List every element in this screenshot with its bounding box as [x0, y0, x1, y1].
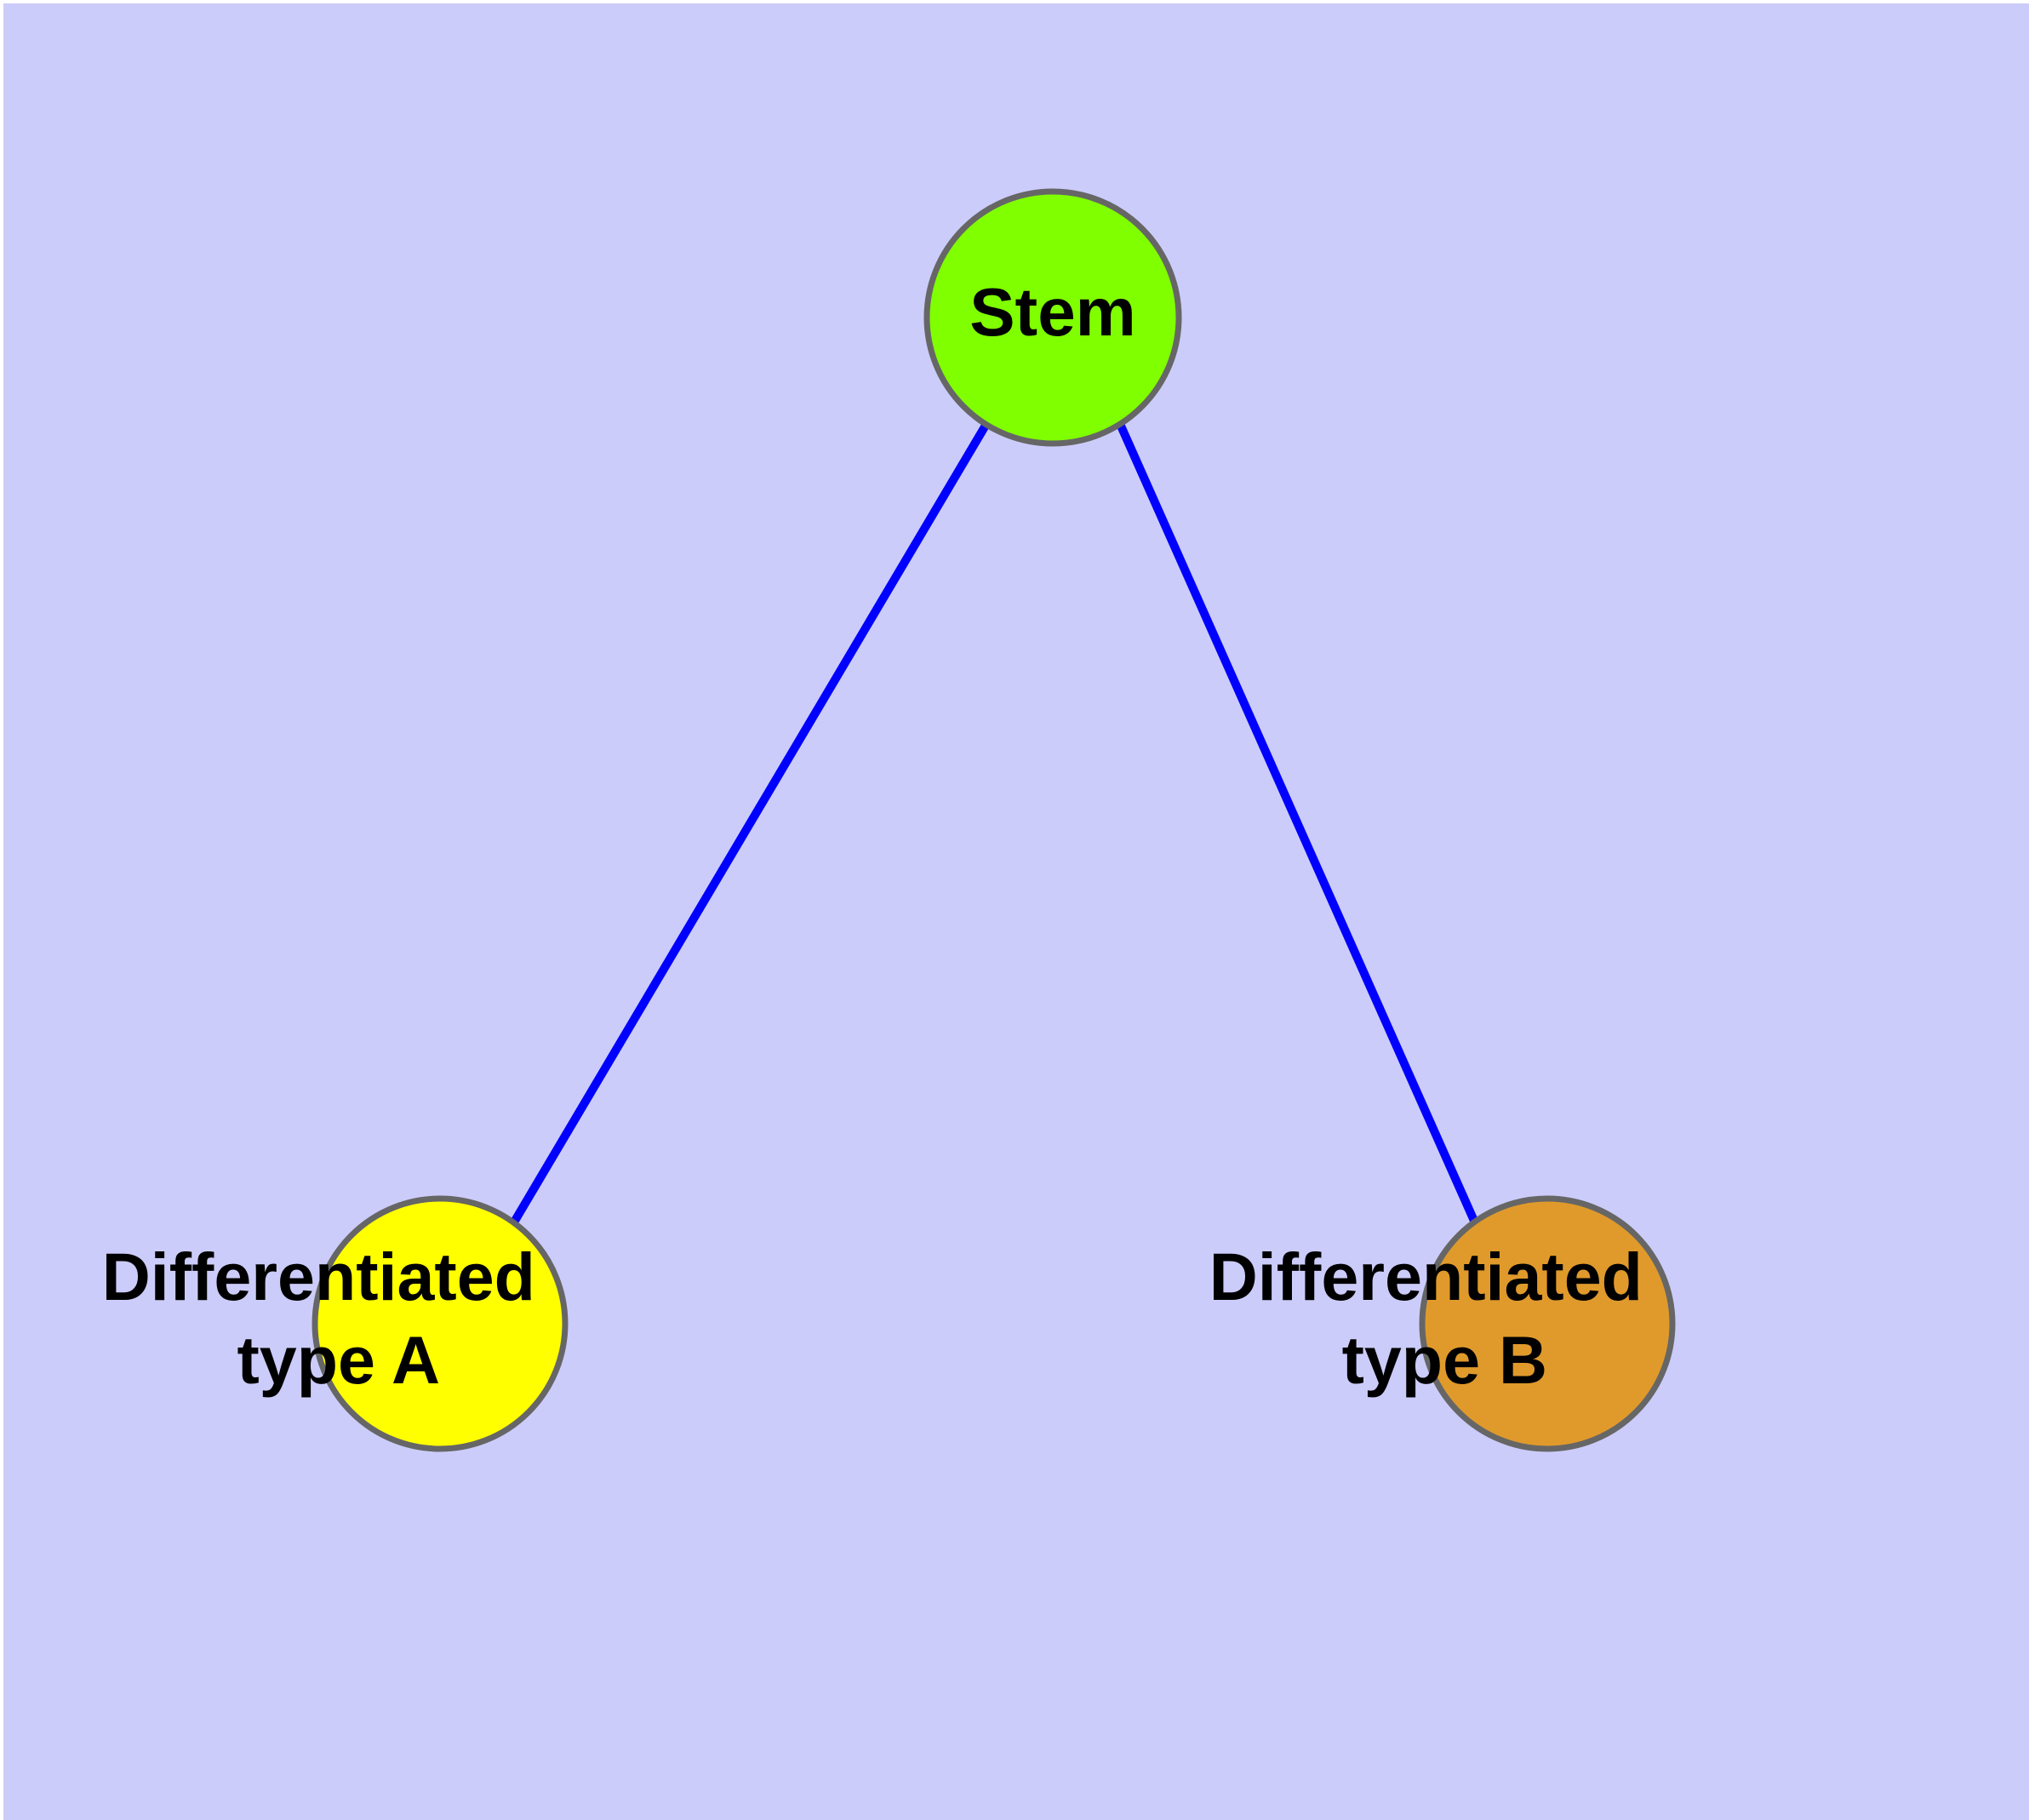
- node-stem[interactable]: Stem: [923, 188, 1182, 447]
- node-differentiated-type-b-label-line-1: Differentiated: [1209, 1239, 1643, 1314]
- node-differentiated-type-a-circle[interactable]: [311, 1195, 569, 1452]
- node-stem-circle[interactable]: [923, 188, 1182, 447]
- node-differentiated-type-a[interactable]: Differentiated type A: [102, 1195, 779, 1452]
- node-differentiated-type-a-label-line-2: type A: [237, 1322, 437, 1398]
- graph-svg: Stem Differentiated type A Differentiate…: [102, 188, 1886, 1452]
- graph-plot-area: Stem Differentiated type A Differentiate…: [3, 3, 2029, 1820]
- node-differentiated-type-b-circle[interactable]: [1419, 1195, 1676, 1452]
- node-layer: Stem Differentiated type A Differentiate…: [102, 188, 1886, 1452]
- node-differentiated-type-a-label-line-1: Differentiated: [102, 1239, 535, 1314]
- edge-stem-to-differentiated-type-b[interactable]: [1116, 421, 1478, 1223]
- node-differentiated-type-a-label: Differentiated type A: [102, 1239, 779, 1398]
- node-differentiated-type-b-label: Differentiated type B: [1209, 1239, 1886, 1398]
- node-differentiated-type-b[interactable]: Differentiated type B: [1209, 1195, 1886, 1452]
- edge-stem-to-differentiated-type-a[interactable]: [511, 421, 991, 1223]
- edge-layer: [511, 421, 1478, 1223]
- node-stem-label: Stem: [969, 274, 1136, 350]
- node-differentiated-type-b-label-line-2: type B: [1342, 1322, 1547, 1398]
